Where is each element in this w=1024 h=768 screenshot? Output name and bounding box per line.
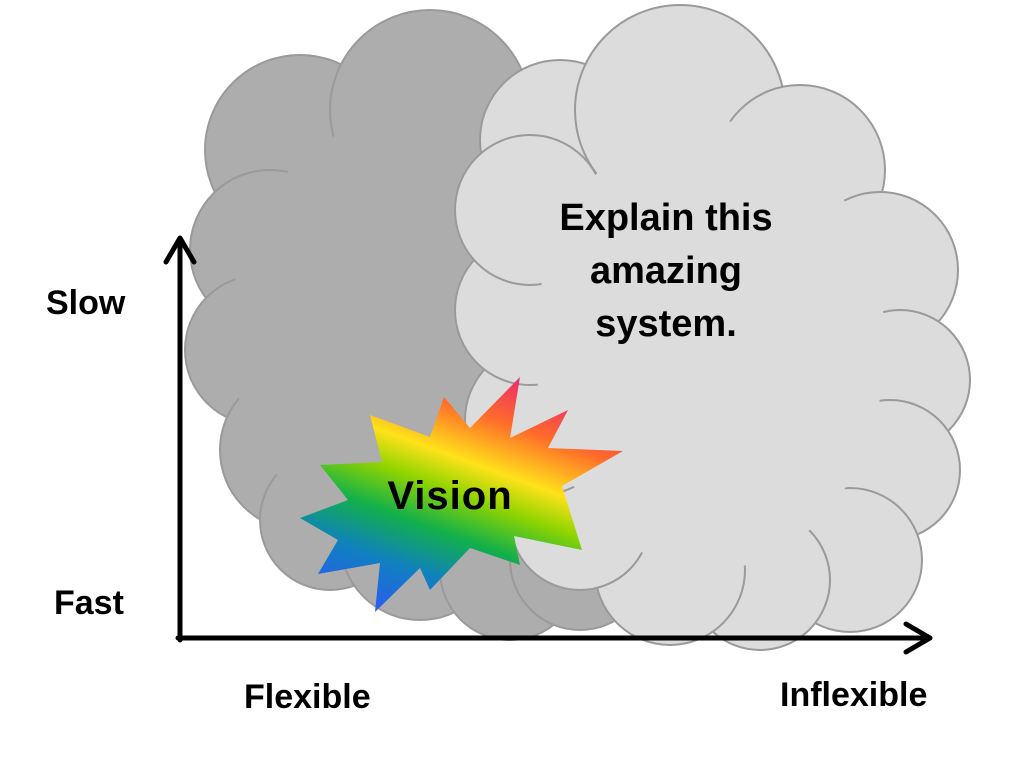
y-axis-top-label: Slow	[46, 284, 126, 322]
x-axis-left-label: Flexible	[244, 678, 371, 716]
y-axis-bottom-label: Fast	[54, 584, 124, 622]
vision-burst-label: Vision	[387, 474, 513, 518]
axes	[163, 235, 933, 655]
y-axis-arrowhead	[163, 235, 197, 265]
x-axis-right-label: Inflexible	[780, 676, 928, 714]
vision-burst-shape	[300, 377, 623, 612]
x-axis-arrowhead	[903, 621, 933, 655]
light-cloud-text: Explain this amazing system.	[559, 197, 773, 345]
